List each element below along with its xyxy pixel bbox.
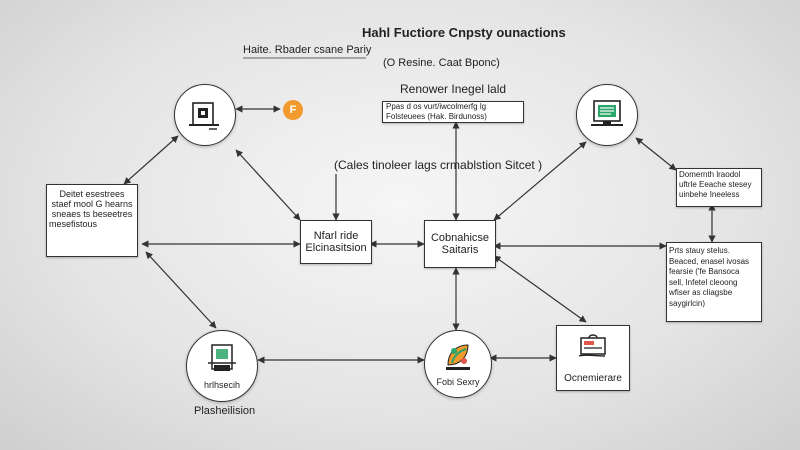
file-stack-icon [204,341,240,382]
right-top-note-line-1: Domernth lraodol [679,170,741,179]
edge-topleft-nodecl [235,149,301,221]
left-note-line-3: sneaes ts beseetres [51,209,133,219]
header-sub-label: (O Resine. Caat Bponc) [383,57,500,69]
node-top-right[interactable] [576,84,638,146]
node-bottom-center[interactable]: Fobi Sexry [424,330,492,398]
edge-topright-nodecr [493,141,587,221]
right-bottom-note-line-1: Prts stauy stelus. [669,246,730,255]
node-center-left-line-1: Nfarl ride [313,230,359,242]
node-bottom-left[interactable]: hrlhsecih [186,330,258,402]
top-note-line-2: Folsteuees (Hak. Birdunoss) [386,112,487,121]
node-bottom-right[interactable]: Ocnemierare [556,325,630,391]
right-top-note-box: Domernth lraodol uftrle Eeache stesey ui… [676,168,762,207]
header-center-label: Renower Inegel lald [400,82,507,96]
edge-topright-rbox [635,137,677,171]
right-top-note-line-2: uftrle Eeache stesey [679,180,752,189]
top-note-line-1: Ppas d os vurt/iwcolmerfg lg [386,102,487,111]
hand-document-icon [575,332,611,367]
middle-caption: (Cales tinoleer lags crmablstion Sitcet … [334,158,543,172]
left-note-line-2: staef mool G hearns [51,199,133,209]
node-center-left[interactable]: Nfarl ride Elcinasitsion [300,220,372,264]
right-top-note-line-3: uinbehe Ineeless [679,190,740,199]
left-note-line-4: mesefistous [49,219,98,229]
right-bottom-note-line-3: fearsie ('fe Bansoca [669,267,740,276]
node-center-right-line-1: Cobnahicse [430,232,490,244]
left-note-box: Deitet esestrees staef mool G hearns sne… [46,184,138,257]
right-bottom-note-line-6: saygirlcin) [669,298,706,308]
edge-bottomleft-nodecl [145,251,217,329]
right-bottom-note-line-5: wfiser as cliagsbe [669,288,733,297]
edge-topleft-leftbox [123,135,179,185]
edge-nodecr-bottomright [493,255,587,323]
node-center-right[interactable]: Cobnahicse Saitaris [424,220,496,268]
orange-badge[interactable]: F [283,100,303,120]
node-top-left[interactable] [174,84,236,146]
node-center-left-line-2: Elcinasitsion [305,242,367,254]
diagram-title: Hahl Fuctiore Cnpsty ounactions [362,25,566,40]
right-bottom-note-line-2: Beaced, enasel ivosas [669,256,750,266]
left-note-line-1: Deitet esestrees [59,189,125,199]
right-bottom-note-box: Prts stauy stelus. Beaced, enasel ivosas… [666,242,762,322]
node-center-right-line-2: Saitaris [441,244,479,256]
node-bottom-right-caption: Ocnemierare [564,373,622,384]
right-bottom-note-line-4: sell, Infetel cleoong [669,277,738,287]
pad-document-icon [185,95,225,140]
header-left-label: Haite. Rbader csane Pariy [243,44,372,56]
monitor-icon [587,95,627,140]
node-bottom-left-inner: hrlhsecih [203,380,241,390]
node-bottom-center-inner: Fobi Sexry [436,377,480,387]
colorful-leaf-icon [440,339,476,380]
top-note-box: Ppas d os vurt/iwcolmerfg lg Folsteuees … [382,101,524,123]
bottom-left-caption: Plasheilision [194,405,256,417]
